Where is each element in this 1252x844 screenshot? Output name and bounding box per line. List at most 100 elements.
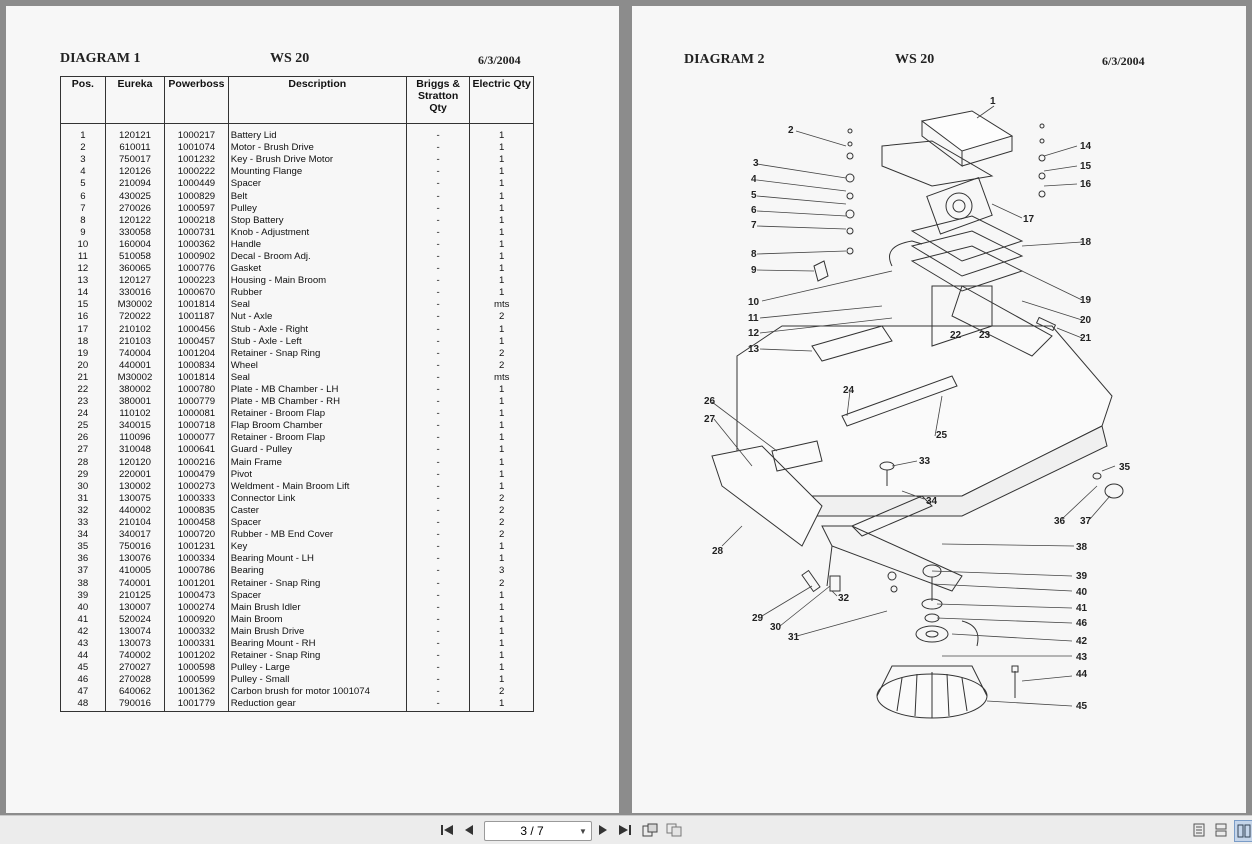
table-cell: 1 [469,650,534,663]
table-cell: 340015 [104,420,166,433]
next-page-icon[interactable] [594,820,612,840]
table-cell: Stub - Axle - Right [227,323,407,336]
table-cell: Nut - Axle [227,311,407,324]
table-cell: Decal - Broom Adj. [227,250,407,264]
table-cell: - [405,686,471,699]
table-cell: 1 [469,589,534,602]
callout-18: 18 [1080,237,1092,248]
table-cell: 1 [469,263,534,276]
table-cell: 520024 [104,613,166,626]
table-cell: 380002 [104,383,166,397]
table-cell: 120122 [104,214,166,227]
single-page-view-icon[interactable] [1190,820,1208,840]
table-cell: 2 [469,347,534,360]
table-cell: 31 [60,492,106,505]
table-cell: - [405,480,471,493]
table-cell: Handle [227,238,407,251]
table-cell: - [405,142,471,155]
table-cell: - [405,492,471,505]
table-cell: 120120 [104,456,166,469]
callout-46: 46 [1076,618,1088,629]
table-cell: 740001 [104,577,166,590]
table-cell: Mounting Flange [227,166,407,179]
parts-table: Pos. Eureka Powerboss Description Briggs… [60,76,534,712]
fit-icon[interactable] [664,820,684,840]
callout-16: 16 [1080,179,1092,190]
table-cell: 120127 [104,275,166,288]
table-cell: 47 [60,686,106,699]
table-cell: 13 [60,275,106,288]
table-cell: 1000223 [164,275,229,288]
col-eureka: Eureka [104,76,166,124]
table-cell: 1000077 [164,432,229,445]
table-cell: 22 [60,383,106,397]
callout-31: 31 [788,632,800,643]
last-page-icon[interactable] [616,820,634,840]
table-cell: 6 [60,190,106,203]
first-page-icon[interactable] [438,820,456,840]
table-cell: 330016 [104,287,166,300]
table-cell: Main Broom [227,613,407,626]
table-cell: Seal [227,299,407,312]
callout-27: 27 [704,414,716,425]
table-cell: 210125 [104,589,166,602]
table-cell: Retainer - Snap Ring [227,577,407,590]
table-cell: 1000479 [164,468,229,481]
page-number-select[interactable]: 3 / 7 ▼ [484,821,592,841]
table-cell: 270026 [104,202,166,215]
callout-30: 30 [770,622,782,633]
continuous-view-icon[interactable] [1212,820,1230,840]
table-cell: 1000670 [164,287,229,300]
table-cell: Pulley - Large [227,662,407,675]
table-cell: mts [469,371,534,384]
callout-23: 23 [979,330,991,341]
table-cell: 1000331 [164,637,229,651]
table-cell: 1000217 [164,130,229,143]
page-title: DIAGRAM 2 [684,52,765,67]
table-cell: 1 [469,130,534,143]
two-page-view-icon[interactable] [1234,820,1252,842]
table-cell: Stub - Axle - Left [227,335,407,348]
table-cell: 210094 [104,178,166,191]
callout-39: 39 [1076,571,1088,582]
table-cell: 1 [469,613,534,626]
callout-41: 41 [1076,603,1088,614]
table-cell: 130075 [104,492,166,505]
table-cell: 1000274 [164,601,229,614]
table-cell: 720022 [104,311,166,324]
document-viewer: DIAGRAM 1 WS 20 6/3/2004 Pos. Eureka Pow… [6,6,1246,813]
rotate-icon[interactable] [640,820,660,840]
table-cell: Battery Lid [227,130,407,143]
prev-page-icon[interactable] [460,820,478,840]
table-cell: 7 [60,202,106,215]
table-cell: 10 [60,238,106,251]
table-cell: 1000222 [164,166,229,179]
table-cell: - [405,287,471,300]
callout-26: 26 [704,396,716,407]
table-cell: 1 [469,637,534,651]
callout-45: 45 [1076,701,1088,712]
date-label: 6/3/2004 [478,53,521,67]
table-cell: Motor - Brush Drive [227,142,407,155]
table-cell: - [405,166,471,179]
table-cell: - [405,577,471,590]
table-cell: Main Frame [227,456,407,469]
table-cell: 12 [60,263,106,276]
table-cell: 1 [469,601,534,614]
table-cell: Guard - Pulley [227,444,407,457]
table-cell: - [405,250,471,264]
callout-28: 28 [712,546,724,557]
callout-40: 40 [1076,587,1088,598]
col-briggs-qty: Briggs & Stratton Qty [405,76,471,124]
table-cell: - [405,625,471,638]
